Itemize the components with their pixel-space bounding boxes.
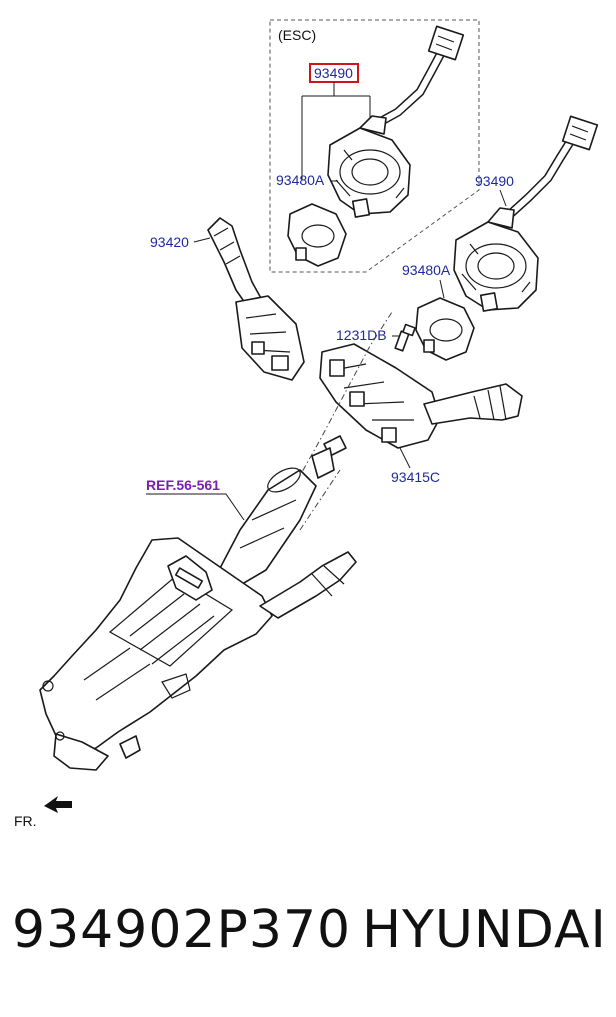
label-1231db[interactable]: 1231DB [336, 327, 387, 343]
label-93480a[interactable]: 93480A [402, 262, 451, 278]
wiper-switch[interactable] [207, 217, 305, 381]
bolt[interactable] [394, 323, 416, 352]
part-number: 934902P370 [12, 900, 352, 960]
parts-diagram: (ESC) 93490 93480A 93490 [14, 19, 599, 829]
steering-angle-sensor[interactable] [415, 297, 475, 361]
brand-name: HYUNDAI [362, 900, 607, 960]
label-93415c[interactable]: 93415C [391, 469, 440, 485]
esc-group-box [269, 19, 480, 273]
front-direction-arrow-icon [44, 796, 72, 813]
esc-label: (ESC) [278, 27, 316, 43]
highlighted-part-label[interactable]: 93490 [314, 65, 353, 81]
multifunction-switch[interactable] [319, 343, 523, 449]
steering-column[interactable] [39, 435, 357, 771]
label-93480a-esc[interactable]: 93480A [276, 172, 325, 188]
label-93420[interactable]: 93420 [150, 234, 189, 250]
clock-spring-esc[interactable] [327, 25, 465, 218]
label-93490[interactable]: 93490 [475, 173, 514, 189]
reference-label[interactable]: REF.56-561 [146, 477, 220, 493]
front-label: FR. [14, 813, 37, 829]
clock-spring[interactable] [453, 115, 599, 312]
steering-angle-sensor-esc[interactable] [287, 203, 347, 267]
